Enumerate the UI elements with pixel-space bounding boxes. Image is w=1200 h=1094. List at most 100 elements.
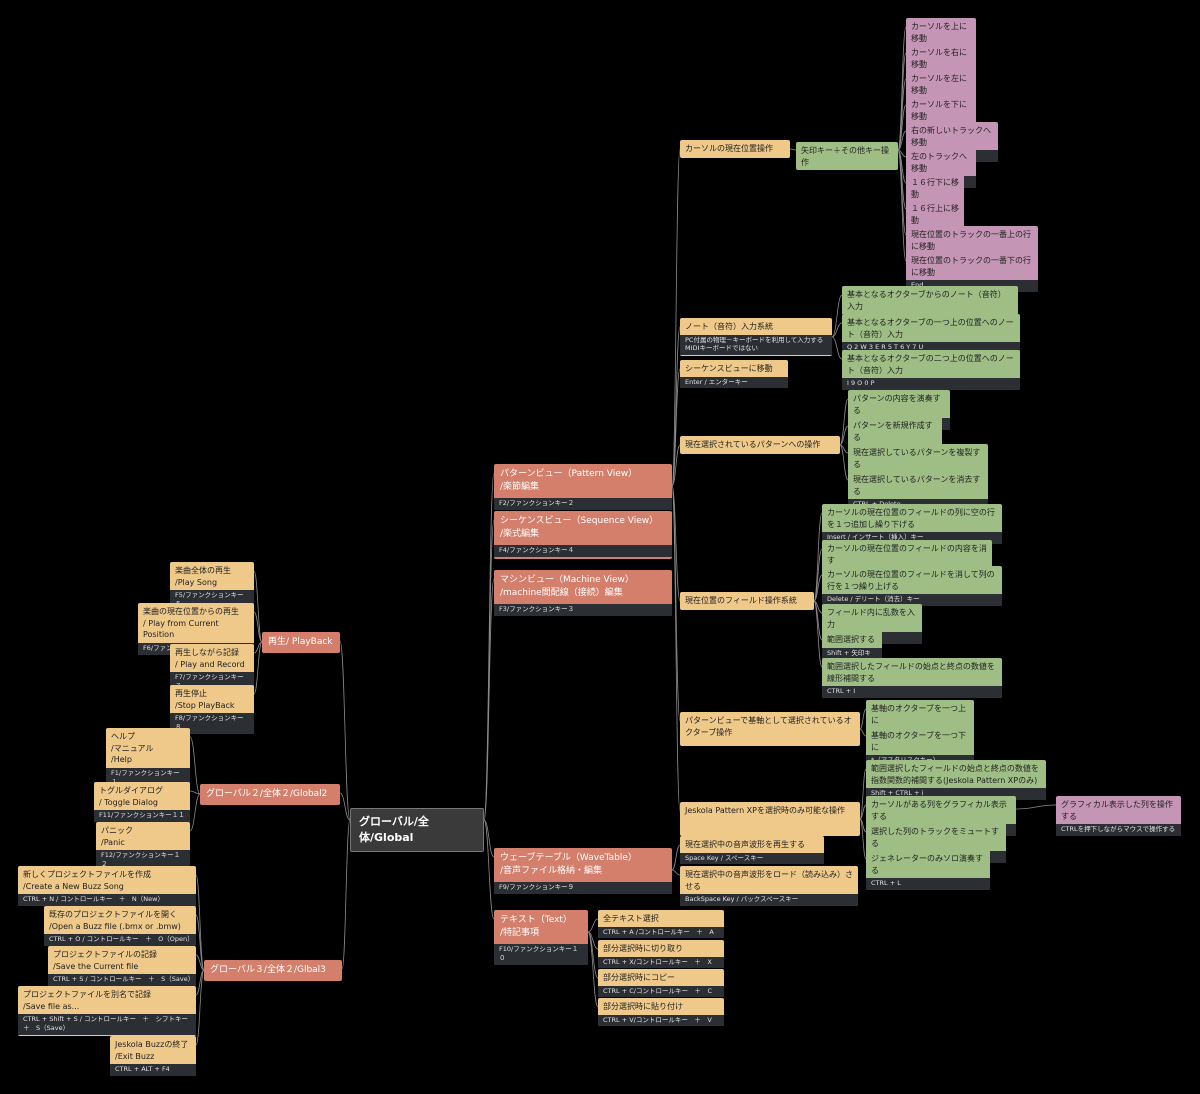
node-note: Enter / エンターキー	[680, 376, 788, 389]
node-label: グラフィカル表示した列を操作する	[1061, 800, 1173, 821]
node-note: F3/ファンクションキー３	[494, 604, 672, 616]
node-label: 基本となるオクターブの一つ上の位置へのノート（音符）入力	[847, 318, 1014, 339]
connector-global3-to-g3-3	[195, 954, 205, 971]
connector-cursor-keys-to-ck-5	[897, 130, 907, 151]
connector-note-input-to-ni-3	[831, 336, 843, 360]
node-xp-1[interactable]: 範囲選択したフィールドの始点と終点の数値を指数関数的補間する(Jeskola P…	[866, 760, 1046, 800]
node-label: 基軸のオクターブを一つ上に	[871, 704, 967, 725]
node-label: 既存のプロジェクトファイルを開く /Open a Buzz file (.bmx…	[49, 910, 181, 931]
node-label: 再生しながら記録 / Play and Record	[175, 648, 245, 669]
connector-pattern-ops-to-po-1	[839, 398, 849, 446]
node-cursor[interactable]: カーソルの現在位置操作	[680, 140, 790, 158]
node-note: F10/ファンクションキー１０	[494, 944, 588, 965]
node-label: プロジェクトファイルを別名で記録 /Save file as...	[23, 990, 151, 1011]
node-g3-4[interactable]: プロジェクトファイルを別名で記録 /Save file as... CTRL + …	[18, 986, 196, 1036]
connector-root-to-global2	[339, 792, 351, 821]
node-note: CTRL + S / コントロールキー ＋ S（Save）	[48, 974, 196, 986]
node-label: 現在選択しているパターンを消去する	[853, 475, 981, 496]
node-xp-ops[interactable]: Jeskola Pattern XPを選択時のみ可能な操作	[680, 802, 860, 836]
node-note: Space Key / スペースキー	[680, 852, 824, 865]
node-label: 範囲選択したフィールドの始点と終点の数値を指数関数的補間する(Jeskola P…	[871, 764, 1039, 785]
node-label: 再生/ PlayBack	[268, 637, 333, 647]
connector-xp-2-to-xp-2a	[1015, 804, 1057, 810]
node-field-ops[interactable]: 現在位置のフィールド操作系統	[680, 592, 814, 610]
node-note: CTRL + C/コントロールキー ＋ C	[598, 985, 724, 998]
node-note: F9/ファンクションキー９	[494, 882, 672, 894]
node-label: 全テキスト選択	[603, 914, 659, 923]
connector-pattern-ops-to-po-4	[839, 444, 849, 481]
connector-pattern-to-note-input	[671, 326, 681, 487]
connector-root-to-pattern	[483, 472, 495, 821]
node-label: カーソルの現在位置のフィールドの列に空の行を１つ追加し繰り下げる	[827, 508, 995, 529]
node-label: グローバル２/全体２/Global2	[206, 789, 328, 799]
node-global2[interactable]: グローバル２/全体２/Global2	[200, 784, 340, 806]
connector-field-ops-to-fo-4	[813, 600, 823, 614]
node-note: Q 2 W 3 E R 5 T 6 Y 7 U	[842, 342, 1020, 354]
connector-global3-to-g3-5	[195, 969, 205, 1046]
node-cursor-keys[interactable]: 矢印キー＋その他キー操作	[796, 142, 898, 171]
node-label: プロジェクトファイルの記録 /Save the Current file	[53, 950, 157, 971]
node-note: CTRL + Shift + S / コントロールキー ＋ シフトキー ＋ S（…	[18, 1014, 196, 1035]
connector-cursor-keys-to-ck-8	[897, 149, 907, 210]
node-label: 部分選択時に貼り付け	[603, 1002, 683, 1011]
node-label: トグルダイアログ / Toggle Dialog	[99, 786, 163, 807]
node-root[interactable]: グローバル/全体/Global	[350, 808, 484, 852]
node-g3-1[interactable]: 新しくプロジェクトファイルを作成 /Create a New Buzz Song…	[18, 866, 196, 906]
connector-pattern-to-octave-ops	[671, 485, 681, 722]
node-g3-2[interactable]: 既存のプロジェクトファイルを開く /Open a Buzz file (.bmx…	[44, 906, 196, 946]
connector-pattern-to-seq-move	[671, 368, 681, 487]
connector-cursor-keys-to-ck-2	[897, 52, 907, 151]
node-octave-ops[interactable]: パターンビューで基軸として選択されているオクターブ操作	[680, 712, 860, 746]
connector-global3-to-g3-1	[195, 874, 205, 971]
node-pattern-ops[interactable]: 現在選択されているパターンへの操作	[680, 436, 840, 454]
node-label: 現在選択中の音声波形を再生する	[685, 840, 805, 849]
connector-field-ops-to-fo-2	[813, 548, 823, 602]
connector-text-to-tx-1	[587, 918, 599, 933]
node-label: １６行下に移動	[911, 178, 959, 199]
node-label: マシンビュー（Machine View） /machine間配線（接続）編集	[500, 575, 634, 599]
node-note: Delete / デリート（消去）キー	[822, 594, 1002, 606]
node-label: カーソルを下に移動	[911, 100, 967, 121]
node-label: パニック /Panic	[101, 826, 133, 847]
node-global3[interactable]: グローバル３/全体２/Glbal3	[204, 960, 342, 982]
node-label: １６行上に移動	[911, 204, 959, 225]
connector-cursor-keys-to-ck-3	[897, 78, 907, 151]
connector-global3-to-g3-4	[195, 969, 205, 996]
node-seq-move[interactable]: シーケンスビューに移動 Enter / エンターキー	[680, 360, 788, 389]
node-wv-1[interactable]: 現在選択中の音声波形を再生する Space Key / スペースキー	[680, 836, 824, 865]
node-label: 基軸のオクターブを一つ下に	[871, 731, 967, 752]
node-label: シーケンスビューに移動	[685, 364, 773, 373]
node-label: カーソルを右に移動	[911, 48, 967, 69]
node-note: PC付属の物理－キーボードを利用して入力する MIDIキーボードではない	[680, 334, 832, 356]
node-note: CTRL + O / コントロールキー ＋ O（Open）	[44, 934, 196, 946]
node-label: ノート（音符）入力系統	[685, 322, 773, 331]
node-ni-2[interactable]: 基本となるオクターブの一つ上の位置へのノート（音符）入力 Q 2 W 3 E R …	[842, 314, 1020, 354]
node-machine[interactable]: マシンビュー（Machine View） /machine間配線（接続）編集 F3…	[494, 570, 672, 616]
node-playback[interactable]: 再生/ PlayBack	[262, 632, 340, 654]
node-note-input[interactable]: ノート（音符）入力系統 PC付属の物理－キーボードを利用して入力する MIDIキー…	[680, 318, 832, 356]
connector-cursor-keys-to-ck-4	[897, 104, 907, 151]
node-note: CTRL + N / コントロールキー ＋ N（New）	[18, 894, 196, 906]
node-label: 楽曲の現在位置からの再生 / Play from Current Positio…	[143, 607, 239, 640]
